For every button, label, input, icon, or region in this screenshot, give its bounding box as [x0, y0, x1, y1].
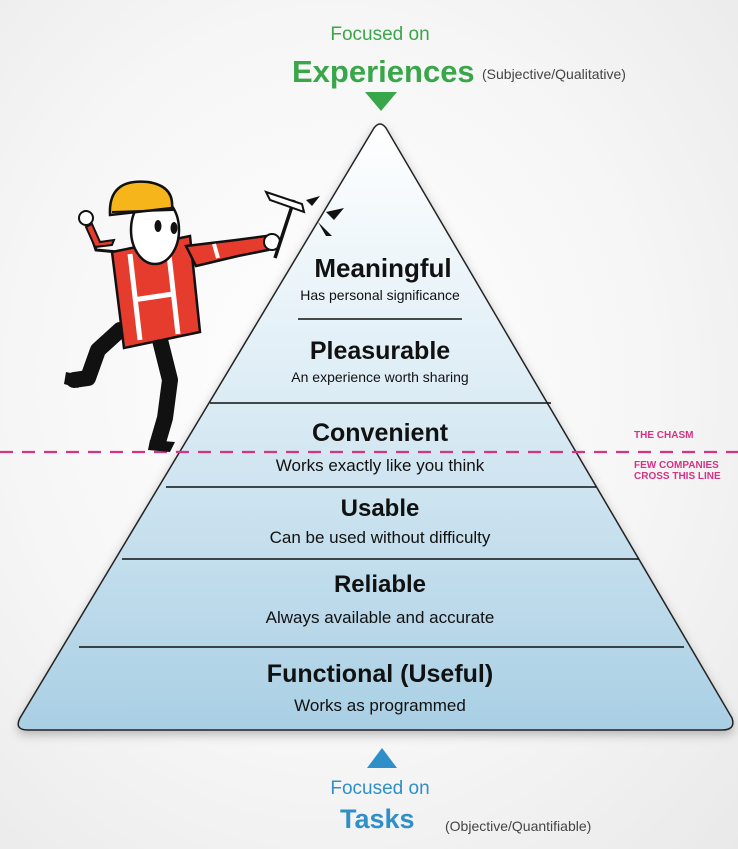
level-usable-title: Usable — [340, 495, 420, 522]
level-meaningful-title: Meaningful — [314, 253, 452, 283]
level-convenient-desc: Works exactly like you think — [275, 456, 485, 475]
top-focus-label: Focused on — [330, 24, 430, 45]
level-reliable-title: Reliable — [333, 571, 427, 598]
level-pleasurable-title: Pleasurable — [309, 337, 451, 365]
experiences-note: (Subjective/Qualitative) — [482, 66, 626, 82]
up-arrow-icon — [367, 748, 397, 768]
chasm-label: THE CHASM — [634, 430, 694, 441]
chasm-note-line1: FEW COMPANIES — [634, 460, 719, 471]
tasks-heading: Tasks — [340, 804, 415, 834]
level-pleasurable-desc: An experience worth sharing — [291, 369, 469, 385]
level-reliable-desc: Always available and accurate — [265, 608, 495, 627]
worker-illustration — [64, 180, 344, 452]
level-usable-desc: Can be used without difficulty — [269, 528, 491, 547]
down-arrow-icon — [365, 92, 397, 111]
level-convenient-title: Convenient — [311, 419, 449, 447]
chasm-note-line2: CROSS THIS LINE — [634, 471, 721, 482]
bottom-focus-label: Focused on — [330, 778, 430, 799]
tasks-note: (Objective/Quantifiable) — [445, 818, 592, 834]
chasm-note: FEW COMPANIES CROSS THIS LINE — [634, 460, 721, 482]
level-functional-desc: Works as programmed — [294, 696, 466, 715]
level-meaningful-desc: Has personal significance — [300, 287, 460, 303]
pyramid-shape — [17, 123, 734, 731]
experiences-heading: Experiences — [292, 54, 475, 89]
level-functional-title: Functional (Useful) — [266, 660, 494, 688]
